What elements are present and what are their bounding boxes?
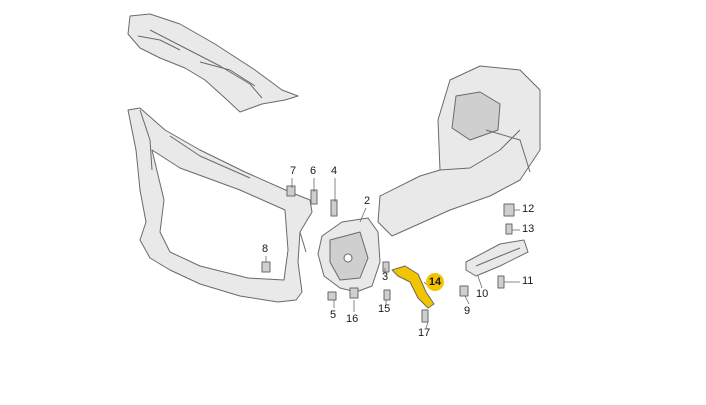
callout-5: 5 bbox=[330, 309, 337, 321]
fastener-bolts bbox=[261, 185, 515, 323]
callout-16: 16 bbox=[346, 313, 359, 325]
callout-7: 7 bbox=[290, 165, 297, 177]
callout-10: 10 bbox=[476, 288, 489, 300]
highlighted-part-strap bbox=[391, 265, 435, 309]
side-bracket bbox=[465, 239, 529, 277]
callout-17: 17 bbox=[418, 327, 431, 339]
callout-13: 13 bbox=[522, 223, 535, 235]
upper-cover-panel bbox=[127, 13, 299, 113]
callout-6: 6 bbox=[310, 165, 317, 177]
crash-box-bracket bbox=[317, 217, 381, 293]
callout-9: 9 bbox=[464, 305, 471, 317]
callout-4: 4 bbox=[331, 165, 338, 177]
callout-11: 11 bbox=[522, 275, 534, 287]
callout-3: 3 bbox=[382, 271, 389, 283]
leader-lines bbox=[265, 178, 520, 329]
callout-2: 2 bbox=[364, 195, 371, 207]
body-longitudinal-member bbox=[377, 65, 541, 237]
front-carrier-frame bbox=[127, 107, 313, 303]
callout-8: 8 bbox=[262, 243, 269, 255]
callout-14-highlighted: 14 bbox=[426, 273, 444, 291]
callout-12: 12 bbox=[522, 203, 535, 215]
callout-15: 15 bbox=[378, 303, 391, 315]
